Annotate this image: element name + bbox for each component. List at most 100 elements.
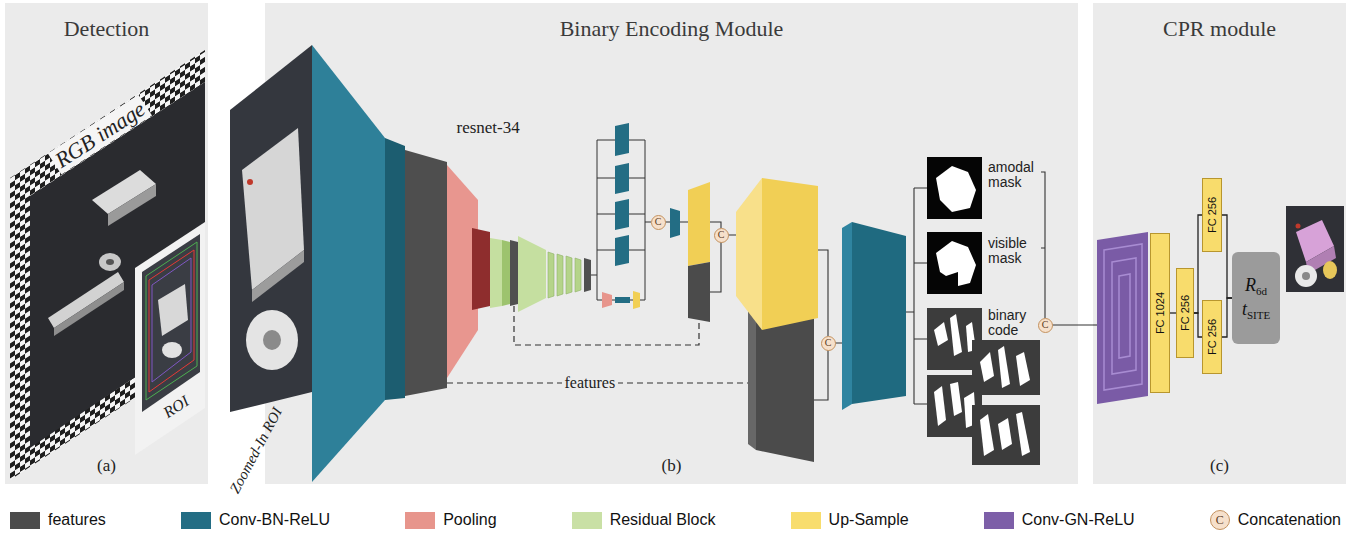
mask-images: [927, 157, 1040, 465]
panel-tag: (b): [265, 456, 1078, 476]
concat-circle: C: [821, 336, 836, 351]
image-caption: RGB image: [48, 94, 152, 174]
skip-feature-lines-part: [514, 306, 699, 345]
decoder-lines-part: [906, 188, 927, 404]
backbone-blocks-part: [518, 236, 546, 312]
decoder-blocks-part: [756, 290, 814, 462]
backbone-blocks-part: [472, 228, 490, 310]
module-panel: Binary Encoding Module(b)CCCCZoomed-In R…: [265, 3, 1078, 484]
conv-gn-block-part: [1119, 274, 1130, 358]
mask-images-part: [927, 232, 982, 294]
zoomed-roi-image-part: [230, 45, 312, 412]
image-caption: Zoomed-In ROI: [225, 402, 287, 499]
mask-images-part: [972, 340, 1040, 395]
decoder-blocks-part: [688, 262, 710, 322]
decoder-lines-part: [814, 250, 842, 400]
decoder-blocks: [670, 178, 906, 462]
skip-feature-lines: [426, 306, 748, 392]
decoder-lines-part: [665, 222, 736, 292]
rgb-image-part: [92, 170, 156, 214]
decoder-blocks-part: [670, 208, 680, 238]
backbone-blocks-part: [557, 254, 563, 296]
legend-item: Residual Block: [572, 511, 716, 529]
backbone-name: resnet-34: [454, 118, 523, 138]
concat-symbol: C: [718, 230, 725, 240]
backbone-blocks-part: [447, 165, 478, 378]
pyramid-blocks-part: [615, 235, 629, 266]
pose-render-image-part: [1323, 261, 1337, 279]
backbone-blocks-part: [575, 258, 581, 292]
concat-circle: C: [651, 215, 666, 230]
mask-images-part: [980, 414, 994, 456]
rgb-image-part: [48, 272, 124, 328]
pose-render-image-part: [1302, 272, 1310, 280]
fc-label: FC 256: [1207, 197, 1218, 233]
roi-crop-part: [146, 242, 197, 400]
mask-images-part: [936, 241, 976, 286]
mask-images-part: [936, 166, 976, 212]
connector: [1194, 215, 1202, 313]
formula-symbol: t: [1242, 299, 1247, 319]
decoder-lines: [665, 172, 1098, 404]
legend-swatch: [181, 512, 211, 529]
legend-text: Conv-BN-ReLU: [219, 511, 330, 529]
mask-images-part: [972, 405, 1040, 465]
concat-symbol: C: [1042, 320, 1049, 330]
conv-gn-block: [1097, 232, 1148, 404]
fc-layer: FC 1024: [1150, 233, 1170, 393]
concat-symbol: C: [655, 217, 662, 227]
roi-crop-part: [162, 342, 182, 358]
decoder-blocks-part: [762, 178, 818, 330]
connector: [1222, 215, 1232, 298]
legend-swatch: [405, 512, 435, 529]
fc-layer: FC 256: [1202, 178, 1222, 252]
image-caption: ROI: [157, 391, 194, 424]
zoomed-roi-image: [230, 45, 312, 412]
pose-output: R6dtSITE: [1232, 252, 1280, 344]
mask-images-part: [1016, 412, 1030, 456]
rgb-image-part: [106, 259, 114, 265]
zoomed-roi-image-part: [247, 179, 253, 185]
legend-text: Up-Sample: [829, 511, 909, 529]
concat-circle: C: [1038, 318, 1053, 333]
roi-crop-part: [142, 234, 200, 412]
fc-label: FC 256: [1180, 295, 1191, 331]
backbone-blocks-part: [385, 138, 405, 400]
legend-item: Conv-BN-ReLU: [181, 511, 330, 529]
backbone-blocks-part: [490, 238, 502, 308]
rgb-image-part: [30, 82, 205, 448]
conv-gn-block-part: [1104, 244, 1142, 390]
pyramid-lines-part: [591, 140, 651, 300]
legend-item: Pooling: [405, 511, 496, 529]
mask-images-part: [927, 157, 982, 219]
connector-layer: [265, 3, 1078, 484]
zoomed-roi-image-part: [263, 330, 281, 350]
legend-text: Pooling: [443, 511, 496, 529]
connector: [1194, 313, 1202, 337]
cpr-input-line-part: [1093, 324, 1097, 325]
roi-crop-part: [152, 258, 191, 382]
mask-images-part: [966, 322, 976, 352]
pose-render-image: [1286, 206, 1344, 292]
legend-swatch: [791, 512, 821, 529]
mask-images-part: [980, 352, 994, 382]
legend-text: Concatenation: [1238, 511, 1341, 529]
legend-item: Up-Sample: [791, 511, 909, 529]
formula-subscript: 6d: [1256, 285, 1267, 297]
pyramid-blocks-part: [615, 199, 629, 230]
panel-title: Binary Encoding Module: [265, 16, 1078, 42]
mask-images-part: [998, 418, 1012, 450]
backbone-blocks-part: [584, 258, 591, 292]
backbone-blocks-part: [502, 240, 510, 306]
backbone-blocks-part: [566, 256, 572, 294]
mask-images-part: [927, 308, 982, 370]
legend-swatch: [572, 512, 602, 529]
decoder-blocks-part: [748, 290, 756, 450]
conv-gn-block-part: [1112, 258, 1136, 374]
module-panel: Detection(a)RGB imageROI: [5, 3, 208, 484]
concat-symbol: C: [1216, 513, 1224, 528]
pyramid-blocks-part: [602, 292, 612, 308]
roi-crop: [135, 222, 205, 455]
mask-images-part: [934, 322, 948, 346]
pyramid-blocks-part: [615, 297, 630, 303]
